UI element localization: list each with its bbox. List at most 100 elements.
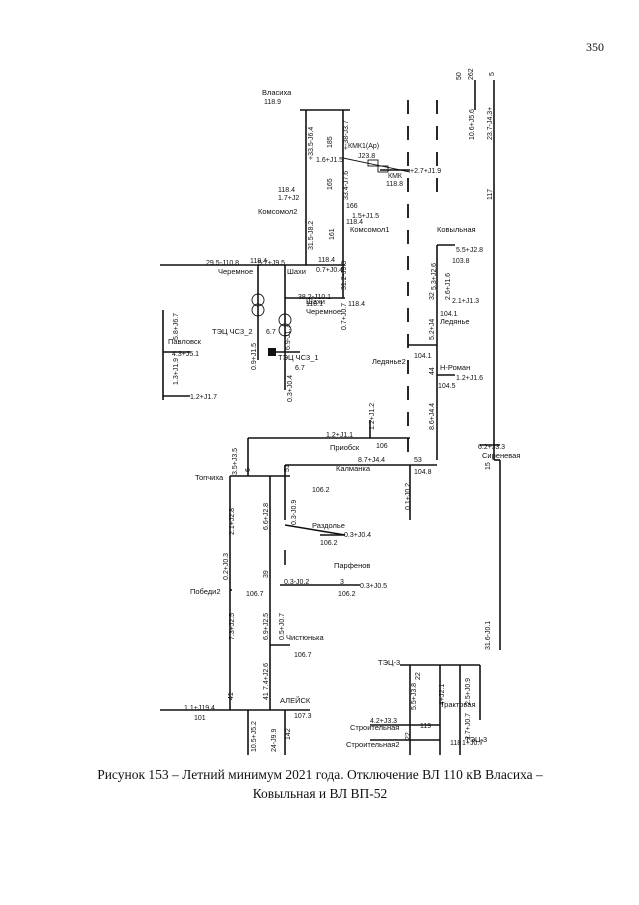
flow-label: 22 bbox=[415, 672, 422, 680]
node-priobsk-voltage: 106 bbox=[376, 443, 388, 450]
flow-label: 51 bbox=[284, 464, 291, 472]
flow-label: 0.9+J1.5 bbox=[251, 343, 258, 370]
flow-label: 1.7+J2 bbox=[278, 195, 299, 202]
flow-label: 0.3+J0.5 bbox=[360, 583, 387, 590]
flow-label: +33.5-J6.4 bbox=[308, 127, 315, 160]
node-nroman: Н-Роман bbox=[440, 363, 470, 372]
node-topchikha-voltage: 106.2 bbox=[312, 487, 330, 494]
node-tec-chs3-1: ТЭЦ ЧС3_1 bbox=[278, 353, 319, 362]
node-shakhi: Шахи bbox=[287, 267, 306, 276]
node-vlasikha: Власиха bbox=[262, 88, 292, 97]
flow-label: 0.2+J0.3 bbox=[223, 553, 230, 580]
flow-label: 3.5+J3.5 bbox=[232, 448, 239, 475]
flow-label: 22 bbox=[405, 732, 412, 740]
flow-label: 38.2-J10.1 bbox=[298, 294, 331, 301]
flow-label: 2.7+J0.7 bbox=[465, 713, 472, 740]
flow-label: +2.7+J1.9 bbox=[410, 168, 441, 175]
node-topchikha: Топчиха bbox=[195, 473, 224, 482]
node-sirenevaya: Сиреневая bbox=[482, 451, 520, 460]
flow-label: 50 bbox=[456, 72, 463, 80]
flow-label: 166 bbox=[346, 203, 358, 210]
node-tec3: ТЭЦ-3 bbox=[378, 658, 400, 667]
flow-label: 10.5+J5.2 bbox=[251, 721, 258, 752]
caption-line-2: Ковыльная и ВЛ ВП-52 bbox=[252, 786, 388, 801]
power-grid-diagram: Власиха 118.9 КМК1(Ар) КМК 118.8 Комсомо… bbox=[160, 68, 520, 755]
flow-label: 1.2+J1.6 bbox=[456, 375, 483, 382]
node-vlasikha-voltage: 118.9 bbox=[264, 99, 281, 106]
flow-label: 4+J2.1 bbox=[439, 684, 446, 705]
flow-label: 7.4+J2.6 bbox=[263, 663, 270, 690]
flow-label: 5.2+J4 bbox=[429, 319, 436, 340]
flow-label: 1.2+J1.7 bbox=[190, 394, 217, 401]
flow-label: 5.3+J2.6 bbox=[431, 263, 438, 290]
flow-label: 8.7+J4.4 bbox=[358, 457, 385, 464]
flow-label: 117 bbox=[487, 189, 494, 200]
flow-label: 5.5+J2.8 bbox=[456, 247, 483, 254]
flow-label: 1+J0.7 bbox=[462, 740, 483, 747]
flow-label: 41 bbox=[263, 692, 270, 700]
flow-label: 2.1+J2.8 bbox=[229, 508, 236, 535]
node-kovylnaya: Ковыльная bbox=[437, 225, 476, 234]
flow-label: 33.4-J7.6 bbox=[343, 171, 350, 200]
flow-label: 41 bbox=[228, 692, 235, 700]
flow-label: 0.7+J0.7 bbox=[341, 303, 348, 330]
node-kmk1: КМК1(Ар) bbox=[348, 143, 379, 150]
flow-label: 6 bbox=[245, 468, 252, 472]
node-cheremnoe-voltage: 118.4 bbox=[250, 258, 267, 265]
node-kovylnaya-voltage: 103.8 bbox=[452, 258, 470, 265]
flow-label: 3 bbox=[340, 579, 344, 586]
node-chistyunka: Чистюнька bbox=[286, 633, 324, 642]
node-tec-chs3-1-voltage: 6.7 bbox=[295, 365, 305, 372]
flow-label: 23.7-J4.3+ bbox=[487, 107, 494, 140]
flow-label: 0.3+J0.4 bbox=[344, 532, 371, 539]
node-traktovaya: Трактовая bbox=[440, 700, 476, 709]
flow-label: 31.5-J8.2 bbox=[308, 221, 315, 250]
node-pobeda2-voltage: 106.7 bbox=[246, 591, 264, 598]
flow-label: 31.6-J0.1 bbox=[485, 621, 492, 650]
node-nroman-voltage: 104.5 bbox=[438, 383, 456, 390]
flow-label: 32 bbox=[429, 292, 436, 300]
node-tec-chs3-2-voltage: 6.7 bbox=[266, 329, 276, 336]
flow-label: 6.9+J2.5 bbox=[263, 613, 270, 640]
flow-label: 161 bbox=[329, 228, 336, 240]
flow-labels: +33.5-J6.4 185 +-38-J3.7 10.6+J5.6 23.7-… bbox=[172, 68, 505, 752]
flow-label: 185 bbox=[327, 136, 334, 148]
flow-label: 142 bbox=[285, 728, 292, 740]
flow-label: 0.7+J0.4 bbox=[316, 267, 343, 274]
flow-label: +-38-J3.7 bbox=[343, 120, 350, 150]
flow-label: 2.1+J1.3 bbox=[452, 298, 479, 305]
node-shakhi2: Шахи bbox=[306, 297, 325, 306]
caption-line-1: Рисунок 153 – Летний минимум 2021 года. … bbox=[97, 767, 543, 782]
node-ledyazhie: Ледянье bbox=[440, 317, 470, 326]
flow-label: 4.3+J5.1 bbox=[172, 351, 199, 358]
node-komsomol2-voltage: 118.4 bbox=[278, 187, 295, 194]
flow-label: 8.6+J4.4 bbox=[429, 403, 436, 430]
node-priobsk: Приобск bbox=[330, 443, 360, 452]
figure-caption: Рисунок 153 – Летний минимум 2021 года. … bbox=[40, 765, 600, 803]
flow-label: 2.6+J1.6 bbox=[445, 273, 452, 300]
flow-label: 0.5+J0.7 bbox=[279, 613, 286, 640]
flow-label: 10.6+J5.6 bbox=[469, 109, 476, 140]
flow-label: 0.1+J0.2 bbox=[405, 483, 412, 510]
flow-label: 1.3+J1.9 bbox=[173, 358, 180, 385]
flow-label: 262 bbox=[468, 68, 475, 80]
flow-label: 24-J9.9 bbox=[271, 729, 278, 752]
node-kalmanka: Калманка bbox=[336, 464, 371, 473]
flow-label: 6.9-J1.7 bbox=[285, 325, 292, 350]
flow-label: 0.3-J0.9 bbox=[291, 500, 298, 525]
node-komsomol1-voltage: 118.4 bbox=[346, 219, 363, 226]
node-razdolie-voltage: 106.2 bbox=[320, 540, 338, 547]
grid-lines bbox=[160, 80, 501, 755]
flow-label: 1.1+J19.4 bbox=[184, 705, 215, 712]
node-parfenov: Парфенов bbox=[334, 561, 370, 570]
flow-label: J23.8 bbox=[358, 153, 375, 160]
node-cheremnoe2-voltage: 118.1 bbox=[306, 301, 323, 308]
flow-label: 165 bbox=[327, 178, 334, 190]
node-shakhi-voltage: 118.4 bbox=[318, 257, 335, 264]
node-pobeda2: Победи2 bbox=[190, 587, 221, 596]
flow-label: 53 bbox=[414, 457, 422, 464]
flow-label: 6.6+J2.8 bbox=[263, 503, 270, 530]
node-cheremnoe2: Черемное bbox=[306, 307, 341, 316]
node-stroitelnaya2: Строительная2 bbox=[346, 740, 400, 749]
node-aleisk-voltage: 107.3 bbox=[294, 713, 312, 720]
